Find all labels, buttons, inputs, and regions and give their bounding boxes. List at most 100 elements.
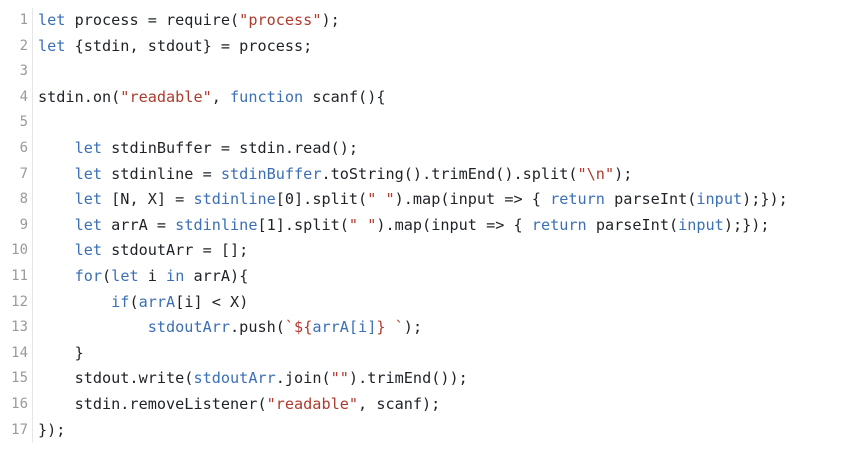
code-line[interactable] [38, 59, 853, 85]
code-token: return [531, 215, 587, 234]
code-token: let [74, 190, 103, 209]
code-line[interactable]: let process = require("process"); [38, 8, 853, 34]
code-token [38, 318, 148, 336]
code-token: " " [348, 215, 377, 234]
code-token: in [166, 266, 185, 285]
code-token: let [74, 241, 103, 260]
code-line[interactable]: for(let i in arrA){ [38, 264, 853, 290]
line-number: 2 [19, 37, 28, 54]
code-token: arrA [138, 292, 176, 311]
code-token: "\n" [577, 164, 615, 183]
code-token: ); [403, 318, 423, 337]
code-token: arrA[i] [312, 318, 377, 337]
code-token: );}); [742, 190, 788, 209]
code-line[interactable]: } [38, 341, 853, 367]
code-line[interactable]: stdin.removeListener("readable", scanf); [38, 392, 853, 418]
line-number: 1 [19, 12, 28, 28]
line-number: 13 [11, 319, 28, 336]
code-token: stdinline [193, 190, 276, 209]
line-number: 10 [11, 242, 28, 259]
code-token: return [550, 190, 605, 209]
code-token: scanf(){ [303, 87, 386, 106]
code-line[interactable]: let stdoutArr = []; [38, 238, 853, 264]
code-token: if [111, 292, 130, 311]
code-line[interactable]: stdoutArr.push(`${arrA[i]} `); [38, 315, 853, 341]
code-token: stdout.write( [38, 369, 194, 388]
line-number: 4 [19, 88, 28, 105]
code-token: ( [129, 292, 139, 311]
code-token: } ` [376, 318, 404, 337]
code-line[interactable]: stdout.write(stdoutArr.join("").trimEnd(… [38, 366, 853, 392]
code-line[interactable]: if(arrA[i] < X) [38, 290, 853, 316]
code-token: [1].split( [257, 215, 349, 234]
code-token: stdin.on( [38, 87, 121, 106]
code-line[interactable]: stdin.on("readable", function scanf(){ [38, 85, 853, 111]
code-token: stdoutArr = []; [102, 241, 249, 260]
code-line[interactable]: let arrA = stdinline[1].split(" ").map(i… [38, 213, 853, 239]
code-token [38, 190, 75, 208]
code-token: parseInt( [604, 190, 697, 209]
code-token [38, 216, 75, 234]
code-token: .join( [275, 369, 331, 388]
code-token: stdin.removeListener( [38, 394, 267, 413]
code-line[interactable]: let stdinBuffer = stdin.read(); [38, 136, 853, 162]
code-token: let [74, 164, 103, 183]
code-token: let [74, 138, 103, 157]
code-line[interactable]: let [N, X] = stdinline[0].split(" ").map… [38, 187, 853, 213]
code-token: ); [321, 11, 340, 29]
line-number: 12 [11, 293, 28, 310]
code-token: arrA){ [184, 266, 249, 285]
code-token: stdinline [175, 215, 258, 234]
code-area[interactable]: let process = require("process");let {st… [38, 8, 853, 443]
code-token: stdoutArr [193, 369, 276, 388]
line-number: 7 [19, 165, 28, 182]
line-number: 14 [11, 344, 28, 361]
line-number: 17 [11, 421, 28, 438]
code-token: let [111, 266, 139, 285]
code-token: "" [330, 369, 349, 388]
code-token: "readable" [120, 87, 212, 106]
code-token: "readable" [266, 394, 359, 413]
code-token: stdoutArr [147, 318, 231, 337]
code-token: stdinBuffer = stdin.read(); [102, 138, 359, 157]
code-token: arrA = [102, 215, 176, 234]
line-number: 16 [11, 395, 28, 412]
line-number: 15 [11, 370, 28, 387]
code-token: ( [102, 266, 112, 285]
code-token: ).map(input => { [376, 215, 532, 234]
code-token [38, 241, 75, 259]
code-token: `${ [284, 318, 313, 337]
code-token: input [696, 190, 743, 209]
code-token: let [74, 215, 103, 234]
code-token [38, 165, 75, 183]
code-token [38, 139, 75, 157]
line-number: 8 [19, 191, 28, 208]
code-token: input [678, 215, 724, 234]
code-token: [N, X] = [102, 190, 194, 209]
code-token: parseInt( [586, 215, 679, 234]
code-token: [i] < X) [175, 292, 249, 311]
line-number: 9 [19, 216, 28, 233]
code-token: , [211, 87, 231, 106]
code-token [38, 293, 111, 311]
code-token [38, 267, 75, 285]
code-token: }); [38, 420, 66, 439]
code-token: " " [367, 190, 395, 209]
code-token: .push( [230, 318, 285, 337]
code-line[interactable]: let stdinline = stdinBuffer.toString().t… [38, 162, 853, 188]
code-token: stdinline = [102, 164, 221, 183]
code-line[interactable]: }); [38, 418, 853, 444]
code-token: ).map(input => { [394, 190, 551, 209]
code-token: ).trimEnd()); [348, 369, 468, 388]
line-number: 6 [19, 139, 28, 156]
line-number: 3 [19, 63, 28, 80]
code-token: );}); [723, 215, 770, 234]
code-token: let [38, 11, 66, 29]
code-token: i [138, 266, 167, 285]
code-line[interactable]: let {stdin, stdout} = process; [38, 34, 853, 60]
code-line[interactable] [38, 110, 853, 136]
code-token: function [230, 87, 304, 106]
code-token: } [38, 343, 84, 362]
